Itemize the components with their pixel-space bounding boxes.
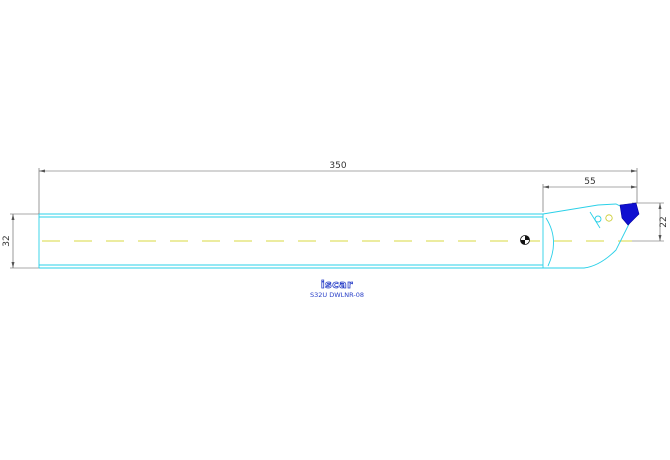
cutting-insert: [619, 202, 640, 226]
shank-height-label: 32: [2, 235, 12, 246]
brand-logo: iscar: [321, 278, 353, 291]
dimension-overall-length: 350: [38, 161, 638, 214]
part-code: S32U DWLNR-08: [310, 291, 364, 299]
insert-screw: [605, 214, 613, 222]
dimension-head-length: 55: [542, 177, 637, 212]
dimension-head-offset: 22: [632, 202, 669, 242]
overall-length-label: 350: [329, 161, 346, 171]
boring-bar-head: [542, 203, 631, 269]
center-of-gravity-marker: [520, 235, 530, 245]
dimension-shank-height: 32: [2, 213, 39, 269]
head-length-label: 55: [584, 177, 595, 187]
head-offset-label: 22: [659, 216, 669, 227]
boring-bar-shank: [38, 213, 544, 269]
